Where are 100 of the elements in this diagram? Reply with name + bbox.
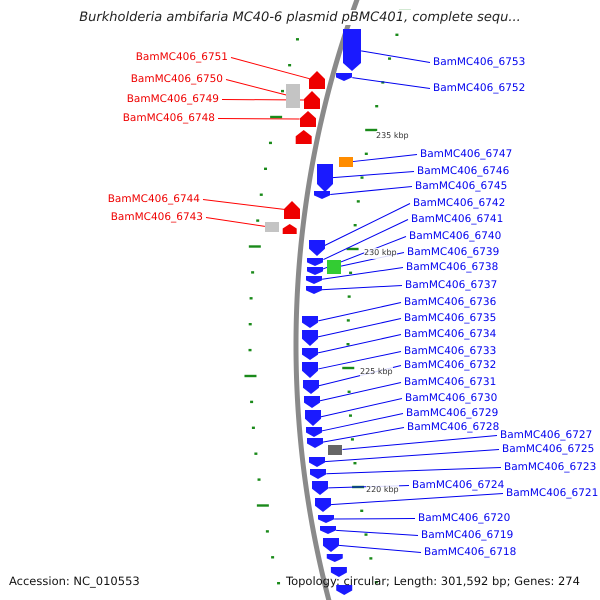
gene-marker	[302, 316, 318, 328]
gene-label: BamMC406_6746	[417, 165, 510, 178]
gene-marker	[308, 457, 325, 467]
gene-label: BamMC406_6729	[406, 407, 498, 420]
gene-marker	[336, 73, 352, 81]
leader-line	[218, 118, 300, 120]
gene-marker	[306, 267, 323, 275]
gene-marker	[302, 362, 318, 378]
gene-label: BamMC406_6747	[420, 148, 512, 161]
leader-line	[336, 530, 418, 536]
scale-label: 235 kbp	[376, 131, 409, 142]
leader-line	[318, 351, 402, 370]
gene-marker	[309, 71, 326, 89]
gene-marker	[343, 29, 362, 71]
leader-line	[352, 154, 418, 162]
gene-label: BamMC406_6744	[108, 193, 200, 206]
gene-marker	[306, 427, 322, 437]
gene-label: BamMC406_6732	[404, 359, 496, 372]
gene-label: BamMC406_6740	[409, 230, 502, 243]
gene-block	[328, 445, 342, 455]
gene-marker	[302, 348, 318, 360]
leader-line	[338, 544, 422, 553]
gene-marker	[304, 91, 320, 109]
gene-marker	[308, 240, 325, 256]
gene-label: BamMC406_6737	[405, 279, 498, 292]
title: Burkholderia ambifaria MC40-6 plasmid pBMC401, complete sequ...	[79, 10, 521, 25]
scale-label: 225 kbp	[360, 367, 393, 378]
accession-text: Accession: NC_010553	[9, 574, 140, 589]
leader-line	[320, 398, 402, 418]
gene-marker	[306, 286, 322, 294]
gene-label: BamMC406_6745	[415, 180, 508, 193]
leader-line	[332, 171, 414, 178]
gene-marker	[310, 469, 326, 479]
leader-line	[206, 217, 266, 227]
gene-marker	[300, 111, 316, 127]
gene-label: BamMC406_6735	[404, 312, 496, 325]
gene-marker	[323, 538, 340, 552]
gene-label: BamMC406_6743	[110, 211, 203, 224]
gene-label: BamMC406_6736	[404, 296, 496, 309]
gene-marker	[302, 330, 318, 346]
gene-marker	[314, 498, 331, 512]
gene-marker	[320, 526, 336, 534]
gene-label: BamMC406_6738	[406, 261, 498, 274]
gene-label: BamMC406_6723	[504, 461, 596, 474]
gene-block	[264, 222, 279, 232]
leader-line	[326, 467, 502, 474]
leader-line	[322, 267, 404, 280]
leader-line	[352, 77, 430, 89]
gene-label: BamMC406_6734	[404, 328, 496, 341]
leader-line	[342, 435, 498, 450]
leader-line	[322, 219, 408, 260]
gene-label: BamMC406_6725	[502, 443, 594, 456]
leader-line	[202, 199, 285, 210]
gene-marker	[307, 258, 324, 266]
scale-label: 230 kbp	[364, 248, 397, 259]
gene-marker	[306, 276, 322, 284]
gene-label: BamMC406_6742	[413, 197, 506, 210]
gene-label: BamMC406_6752	[433, 82, 526, 95]
leader-line	[319, 382, 402, 402]
leader-line	[230, 57, 310, 80]
leader-line	[321, 413, 404, 432]
gene-label: BamMC406_6724	[412, 479, 504, 492]
leader-line	[360, 50, 430, 63]
leader-line	[222, 99, 305, 100]
gene-marker	[306, 438, 323, 448]
leader-line	[322, 427, 404, 443]
gene-marker	[304, 410, 321, 426]
gene-label: BamMC406_6750	[130, 73, 223, 86]
gene-label: BamMC406_6751	[136, 51, 228, 64]
gene-marker	[302, 380, 319, 394]
leader-line	[324, 203, 410, 246]
leader-line	[330, 186, 412, 195]
gene-label: BamMC406_6718	[424, 546, 516, 559]
gene-label: BamMC406_6733	[404, 345, 496, 358]
leader-line	[318, 334, 402, 354]
gene-block	[286, 84, 300, 108]
gene-block	[327, 260, 342, 274]
scale-label: 220 kbp	[366, 485, 399, 496]
leader-line	[318, 318, 402, 338]
summary-text: Topology: circular; Length: 301,592 bp; Genes: 274	[286, 574, 580, 589]
gene-block	[338, 157, 353, 167]
gene-label: BamMC406_6728	[407, 421, 500, 434]
gene-marker	[318, 515, 334, 523]
gene-label: BamMC406_6719	[421, 529, 514, 542]
leader-line	[318, 302, 402, 322]
gene-marker	[312, 481, 328, 495]
leader-line	[334, 518, 416, 520]
leader-line	[226, 79, 287, 96]
leader-line	[324, 449, 500, 462]
gene-label: BamMC406_6741	[411, 213, 504, 226]
leader-line	[330, 493, 504, 506]
gene-label: BamMC406_6739	[407, 246, 500, 259]
gene-label: BamMC406_6727	[500, 429, 592, 442]
gene-label: BamMC406_6730	[405, 392, 498, 405]
leader-line	[321, 285, 402, 290]
gene-marker	[284, 201, 300, 219]
gene-label: BamMC406_6721	[506, 487, 598, 500]
gene-label: BamMC406_6748	[122, 112, 215, 125]
gene-label: BamMC406_6731	[404, 376, 496, 389]
gene-label: BamMC406_6749	[126, 93, 219, 106]
